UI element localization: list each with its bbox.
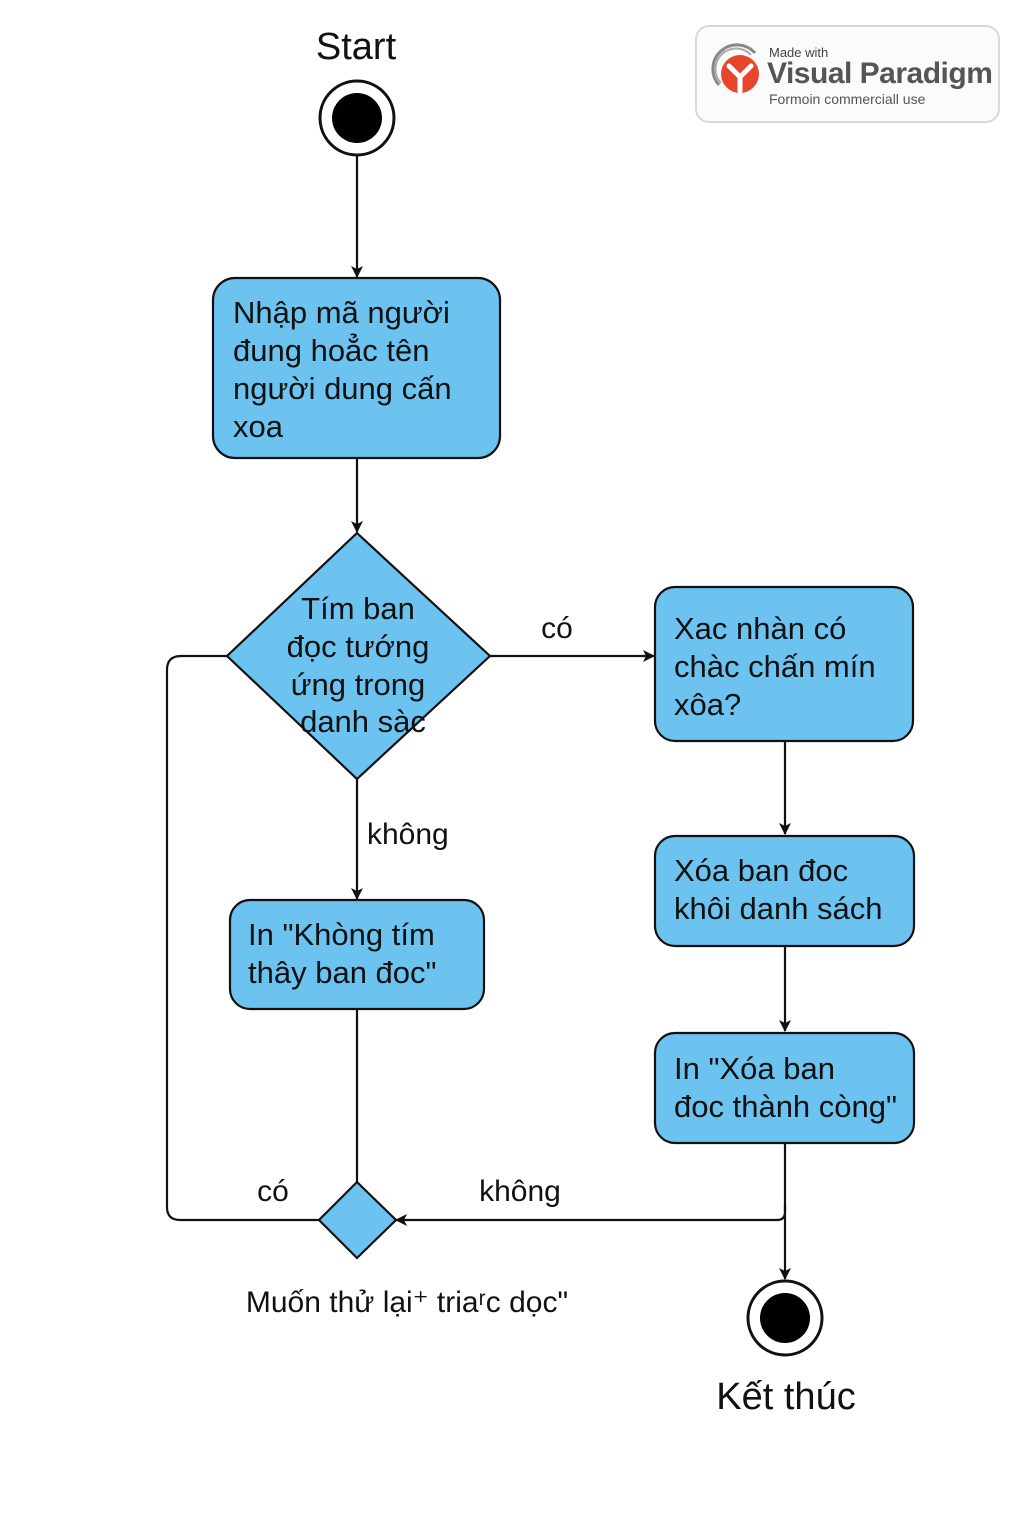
input-step-line-3: người dung cấn — [233, 371, 452, 406]
not-found-step-line-1: In "Khòng tím — [248, 917, 435, 952]
delete-step-line-2: khôi danh sách — [674, 891, 883, 926]
edge-label-found-yes: có — [541, 612, 573, 645]
success-step-line-1: In "Xóa ban — [674, 1051, 835, 1086]
start-label: Start — [316, 26, 397, 68]
not-found-step-node: In "Khòng tím thây ban đoc" — [228, 898, 486, 1011]
edge-label-retry-yes: có — [257, 1175, 289, 1208]
find-decision-line-1: Tím ban — [301, 591, 415, 626]
visual-paradigm-logo-icon — [711, 43, 759, 94]
find-decision-line-3: ứng trong — [291, 667, 426, 702]
edge-retry-loop — [165, 654, 319, 1222]
confirm-step-node: Xac nhàn có chàc chấn mín xôa? — [653, 585, 915, 743]
delete-step-node: Xóa ban đoc khôi danh sách — [653, 834, 916, 948]
badge-made-with: Made with — [769, 45, 829, 60]
edge-success-to-merge — [395, 1205, 787, 1226]
retry-question-label: Muốn thử lại⁺ triaʳc dọc" — [246, 1286, 568, 1319]
retry-decision-node — [317, 1180, 398, 1260]
visual-paradigm-badge: Made with Visual Paradigm Formoin commer… — [695, 25, 1000, 123]
confirm-step-line-1: Xac nhàn có — [674, 611, 846, 646]
badge-brand: Visual Paradigm — [767, 57, 993, 90]
input-step-node: Nhập mã người đung hoẳc tên người dung c… — [211, 276, 502, 460]
end-label: Kết thúc — [716, 1376, 855, 1418]
find-decision-line-2: đọc tướng — [287, 629, 430, 664]
success-step-line-2: đoc thành còng" — [674, 1089, 897, 1124]
input-step-line-4: xoa — [233, 409, 284, 444]
badge-subtitle: Formoin commerciall use — [769, 91, 926, 107]
confirm-step-line-3: xôa? — [674, 687, 741, 722]
success-step-node: In "Xóa ban đoc thành còng" — [653, 1031, 916, 1145]
input-step-line-2: đung hoẳc tên — [233, 332, 430, 368]
confirm-step-line-2: chàc chấn mín — [674, 649, 876, 684]
end-node — [746, 1279, 824, 1357]
start-node — [318, 79, 396, 157]
edge-label-retry-no: không — [479, 1175, 561, 1208]
delete-step-line-1: Xóa ban đoc — [674, 853, 848, 888]
find-decision-node: Tím ban đọc tướng ứng trong danh sàc — [225, 531, 492, 781]
find-decision-line-4: danh sàc — [300, 704, 426, 739]
not-found-step-line-2: thây ban đoc" — [248, 955, 437, 990]
edge-label-found-no: không — [367, 818, 449, 851]
input-step-line-1: Nhập mã người — [233, 295, 450, 330]
